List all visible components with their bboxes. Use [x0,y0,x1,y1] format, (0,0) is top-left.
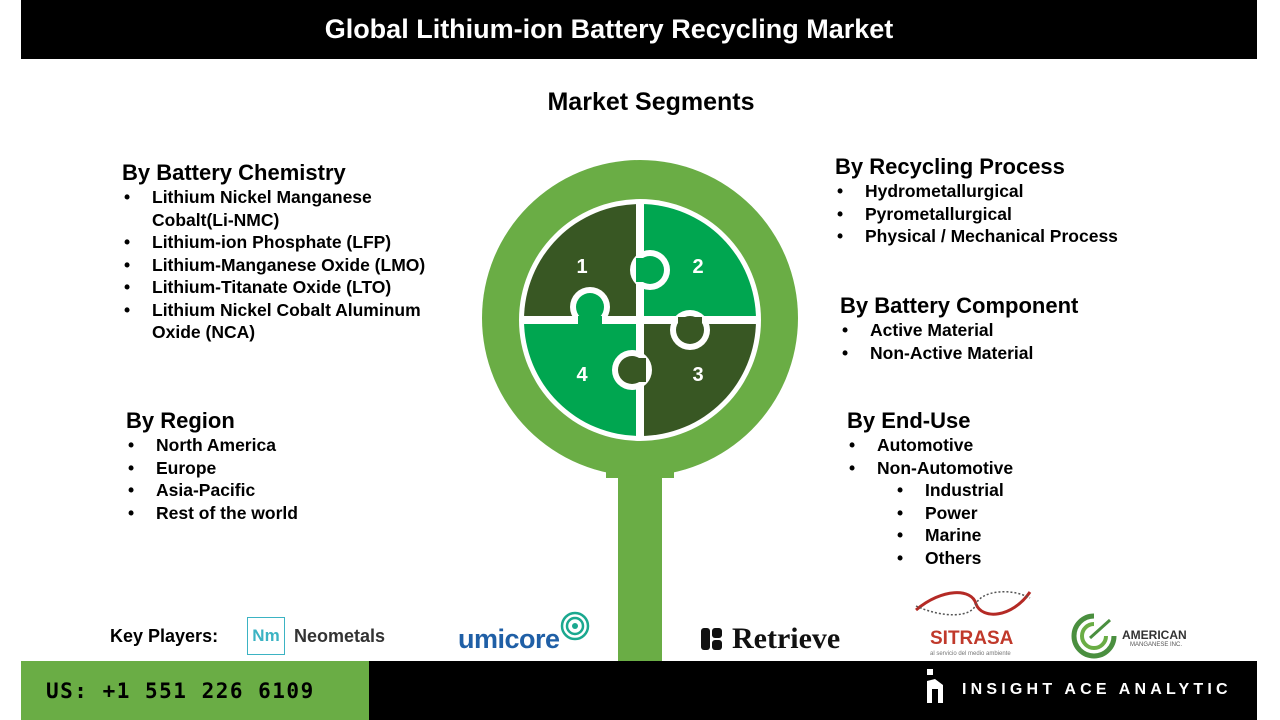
sitrasa-logo: SITRASA al servicio del medio ambiente [912,584,1037,660]
footer-contact: US: +1 551 226 6109 [21,661,369,720]
retrieve-name: Retrieve [732,622,841,655]
list-item: Non-Automotive [847,457,1207,480]
section-subtitle: Market Segments [547,88,755,116]
list-item: Hydrometallurgical [835,180,1235,203]
insight-ace-logo-icon [927,669,943,703]
puzzle-number-2: 2 [692,256,703,278]
american-manganese-sub: MANGANESE INC. [1130,642,1183,648]
list-item: Automotive [847,434,1207,457]
list-item: Asia-Pacific [126,479,446,502]
segment-end-use: By End-Use Automotive Non-Automotive Ind… [847,408,1207,569]
puzzle-number-1: 1 [576,256,587,278]
puzzle-tab-bridge [578,316,602,330]
american-manganese-logo: AMERICAN MANGANESE INC. [1070,612,1210,660]
umicore-name: umicore [458,624,560,654]
sitrasa-tagline: al servicio del medio ambiente [930,651,1011,657]
brand-name: INSIGHT ACE ANALYTIC [962,681,1232,698]
list-item: Physical / Mechanical Process [835,225,1235,248]
list-item: Lithium-Manganese Oxide (LMO) [122,254,462,277]
sitrasa-name: SITRASA [930,628,1014,649]
umicore-logo: umicore [457,608,592,658]
segment-heading: By Recycling Process [835,154,1065,179]
phone-number: US: +1 551 226 6109 [46,678,315,703]
puzzle-tab [576,293,604,321]
segment-battery-chemistry: By Battery Chemistry Lithium Nickel Mang… [122,160,462,344]
list-item: Active Material [840,319,1240,342]
list-item: Lithium-ion Phosphate (LFP) [122,231,462,254]
segment-heading: By Region [126,408,235,433]
sub-list-item: Power [847,502,1207,525]
sub-list-item: Industrial [847,479,1207,502]
list-item: Europe [126,457,446,480]
puzzle-tab-bridge [678,317,702,331]
neometals-name: Neometals [294,625,386,646]
footer-brand-bar [369,661,1257,720]
puzzle-tab-bridge [636,258,650,282]
segment-heading: By Battery Component [840,293,1079,318]
neometals-logo: Nm Neometals [247,617,385,655]
sitrasa-wave-icon [915,591,1032,616]
list-item: Non-Active Material [840,342,1240,365]
page-title: Global Lithium-ion Battery Recycling Mar… [324,14,894,44]
list-item: Pyrometallurgical [835,203,1235,226]
retrieve-mark-icon [701,628,722,650]
sub-list-item: Others [847,547,1207,570]
segment-heading: By End-Use [847,408,971,433]
puzzle-number-3: 3 [692,364,703,386]
magnifier-inner [519,199,761,441]
segment-region: By Region North America Europe Asia-Paci… [126,408,446,524]
umicore-swirl-icon [560,611,590,641]
list-item: Rest of the world [126,502,446,525]
segment-heading: By Battery Chemistry [122,160,346,185]
title-bar: Global Lithium-ion Battery Recycling Mar… [21,0,1257,59]
key-players-label: Key Players: [110,626,219,646]
retrieve-logo: Retrieve [700,622,840,656]
puzzle-tab-bridge [632,358,646,382]
segment-battery-component: By Battery Component Active Material Non… [840,293,1240,364]
segment-recycling-process: By Recycling Process Hydrometallurgical … [835,154,1235,248]
list-item: North America [126,434,446,457]
american-manganese-name: AMERICAN [1122,628,1187,642]
puzzle-magnifier-graphic: 1 2 3 4 [482,160,798,662]
puzzle-number-4: 4 [576,364,588,386]
sub-list-item: Marine [847,524,1207,547]
american-manganese-emblem-icon [1071,613,1117,659]
magnifier-handle [618,448,662,662]
neometals-mark: Nm [247,617,285,655]
list-item: Lithium-Titanate Oxide (LTO) [122,276,462,299]
